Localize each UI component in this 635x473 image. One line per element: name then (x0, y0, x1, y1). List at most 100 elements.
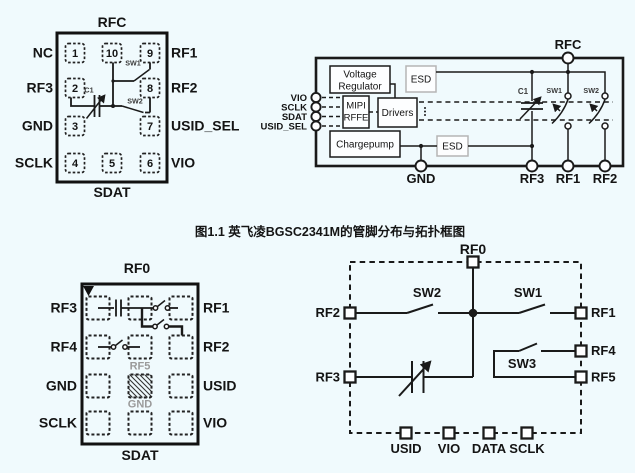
topology-wiring (355, 267, 576, 378)
sw3-switch (493, 342, 576, 378)
pinout-bottom-sdat-label: SDAT (121, 447, 159, 463)
topology-sw1-label: SW1 (514, 285, 542, 300)
block-rf2-label: RF2 (593, 171, 618, 186)
pin-number: 4 (72, 158, 79, 170)
port-label-rf5: RF5 (591, 370, 616, 385)
topology-capacitor (398, 360, 432, 397)
pinout-top-diagram: RFC SDAT NC RF3 GND SCLK RF1 RF2 USID_SE… (15, 14, 240, 200)
terminal-label-sclk: SCLK (281, 103, 307, 114)
pin-number: 8 (147, 83, 153, 95)
port-label-rf1: RF1 (591, 305, 616, 320)
block-gnd-label: GND (407, 171, 436, 186)
block-rf3-label: RF3 (520, 171, 545, 186)
pin-label-rf3: RF3 (27, 80, 54, 96)
pin-number: 1 (72, 48, 78, 60)
port-label-rf3: RF3 (315, 370, 340, 385)
pinout-top-rfc-label: RFC (98, 14, 127, 30)
voltage-regulator-line2: Regulator (338, 82, 382, 93)
pad-label-usid: USID (203, 378, 236, 394)
terminal-label-vio: VIO (291, 93, 307, 104)
pinout-bottom-circuit (98, 299, 184, 350)
figure-caption: 图1.1 英飞凌BGSC2341M的管脚分布与拓扑框图 (195, 224, 465, 239)
drivers-label: Drivers (382, 108, 414, 119)
terminal-rf1 (561, 159, 575, 173)
port-label-rf4: RF4 (591, 343, 616, 358)
pinout-bottom-diagram: RF0 SDAT RF3 RF4 GND SCLK RF1 RF2 USID V… (39, 260, 237, 463)
c1-label: C1 (84, 86, 93, 95)
voltage-regulator-box: Voltage Regulator (329, 65, 391, 94)
pad-label-rf1: RF1 (203, 300, 230, 316)
pin-label-rf1: RF1 (171, 45, 198, 61)
esd-bottom-label: ESD (442, 142, 463, 153)
pin-label-rf2: RF2 (171, 80, 198, 96)
pad-label-vio: VIO (203, 415, 227, 431)
mipi-terminals: VIO SCLK SDAT USID_SEL (261, 91, 343, 133)
pin-label-gnd: GND (22, 118, 53, 134)
sw1-label: SW1 (125, 59, 141, 68)
terminal-label-usid-sel: USID_SEL (261, 122, 308, 133)
pin-label-sclk: SCLK (15, 155, 53, 171)
esd-top-box: ESD (405, 65, 437, 93)
inner-rf5-label: RF5 (130, 361, 151, 373)
pin-number: 10 (106, 48, 118, 60)
row2-switch (98, 339, 140, 350)
block-wiring (369, 63, 613, 161)
terminal-rf2 (598, 159, 612, 173)
block-rfc-label: RFC (555, 37, 582, 52)
pad-grid (85, 295, 194, 436)
mipi-line2: RFFE (344, 113, 369, 124)
branch-switch (140, 308, 184, 336)
block-c1-capacitor: C1 (518, 72, 543, 161)
mipi-rffe-box: MIPI RFFE (342, 95, 370, 129)
c1-capacitor: C1 (70, 86, 113, 119)
pin-number: 9 (147, 48, 153, 60)
topology-ports (343, 255, 588, 440)
port-label-rf2: RF2 (315, 305, 340, 320)
gnd-paddle-hatched (127, 373, 153, 399)
chip-outline-2 (80, 282, 200, 446)
pin-number: 2 (72, 83, 78, 95)
topology-boundary (349, 261, 582, 434)
row1-switch (152, 299, 178, 311)
block-sw2-label: SW2 (583, 86, 599, 95)
terminal-label-sdat: SDAT (282, 112, 307, 123)
pinout-top-sdat-label: SDAT (93, 184, 131, 200)
pin-number: 5 (109, 158, 115, 170)
pin-number: 6 (147, 158, 153, 170)
drivers-box: Drivers (377, 97, 418, 128)
block-rf1-label: RF1 (556, 171, 581, 186)
pad-label-sclk: SCLK (39, 415, 77, 431)
pad-label-rf4: RF4 (51, 339, 78, 355)
block-sw1-switch: SW1 (546, 72, 572, 161)
pinout-bottom-rf0-label: RF0 (124, 260, 151, 276)
port-label-usid: USID (390, 441, 421, 456)
pin-label-vio: VIO (171, 155, 195, 171)
pin-pads: 1 10 9 2 8 3 7 4 5 6 (64, 42, 161, 174)
port-label-vio: VIO (438, 441, 460, 456)
pad-label-rf3: RF3 (51, 300, 78, 316)
pin-number: 3 (72, 121, 78, 133)
topology-sw2-label: SW2 (413, 285, 441, 300)
chargepump-box: Chargepump (329, 130, 401, 158)
mipi-line1: MIPI (346, 101, 366, 112)
block-diagram: RFC VIO SCLK SDAT USID_SEL Voltage Regul… (261, 37, 625, 186)
pin-number: 7 (147, 121, 153, 133)
terminal-rf3 (525, 159, 539, 173)
block-sw2-switch: SW2 (583, 86, 609, 161)
topology-diagram: RF0 SW2 SW1 SW3 (315, 241, 616, 456)
voltage-regulator-line1: Voltage (343, 70, 377, 81)
terminal-gnd (414, 159, 428, 173)
port-label-sclk: SCLK (509, 441, 545, 456)
series-capacitor (98, 299, 153, 317)
topology-rf0-label: RF0 (460, 241, 487, 257)
pinout-top-circuit: SW1 C1 SW2 (70, 59, 151, 119)
sw2-label: SW2 (127, 97, 143, 106)
block-sw1-label: SW1 (546, 86, 562, 95)
pin-label-usid-sel: USID_SEL (171, 118, 240, 134)
pin1-marker (83, 286, 94, 296)
block-c1-label: C1 (518, 87, 529, 96)
esd-bottom-box: ESD (436, 135, 469, 157)
inner-gnd-label: GND (128, 399, 153, 411)
